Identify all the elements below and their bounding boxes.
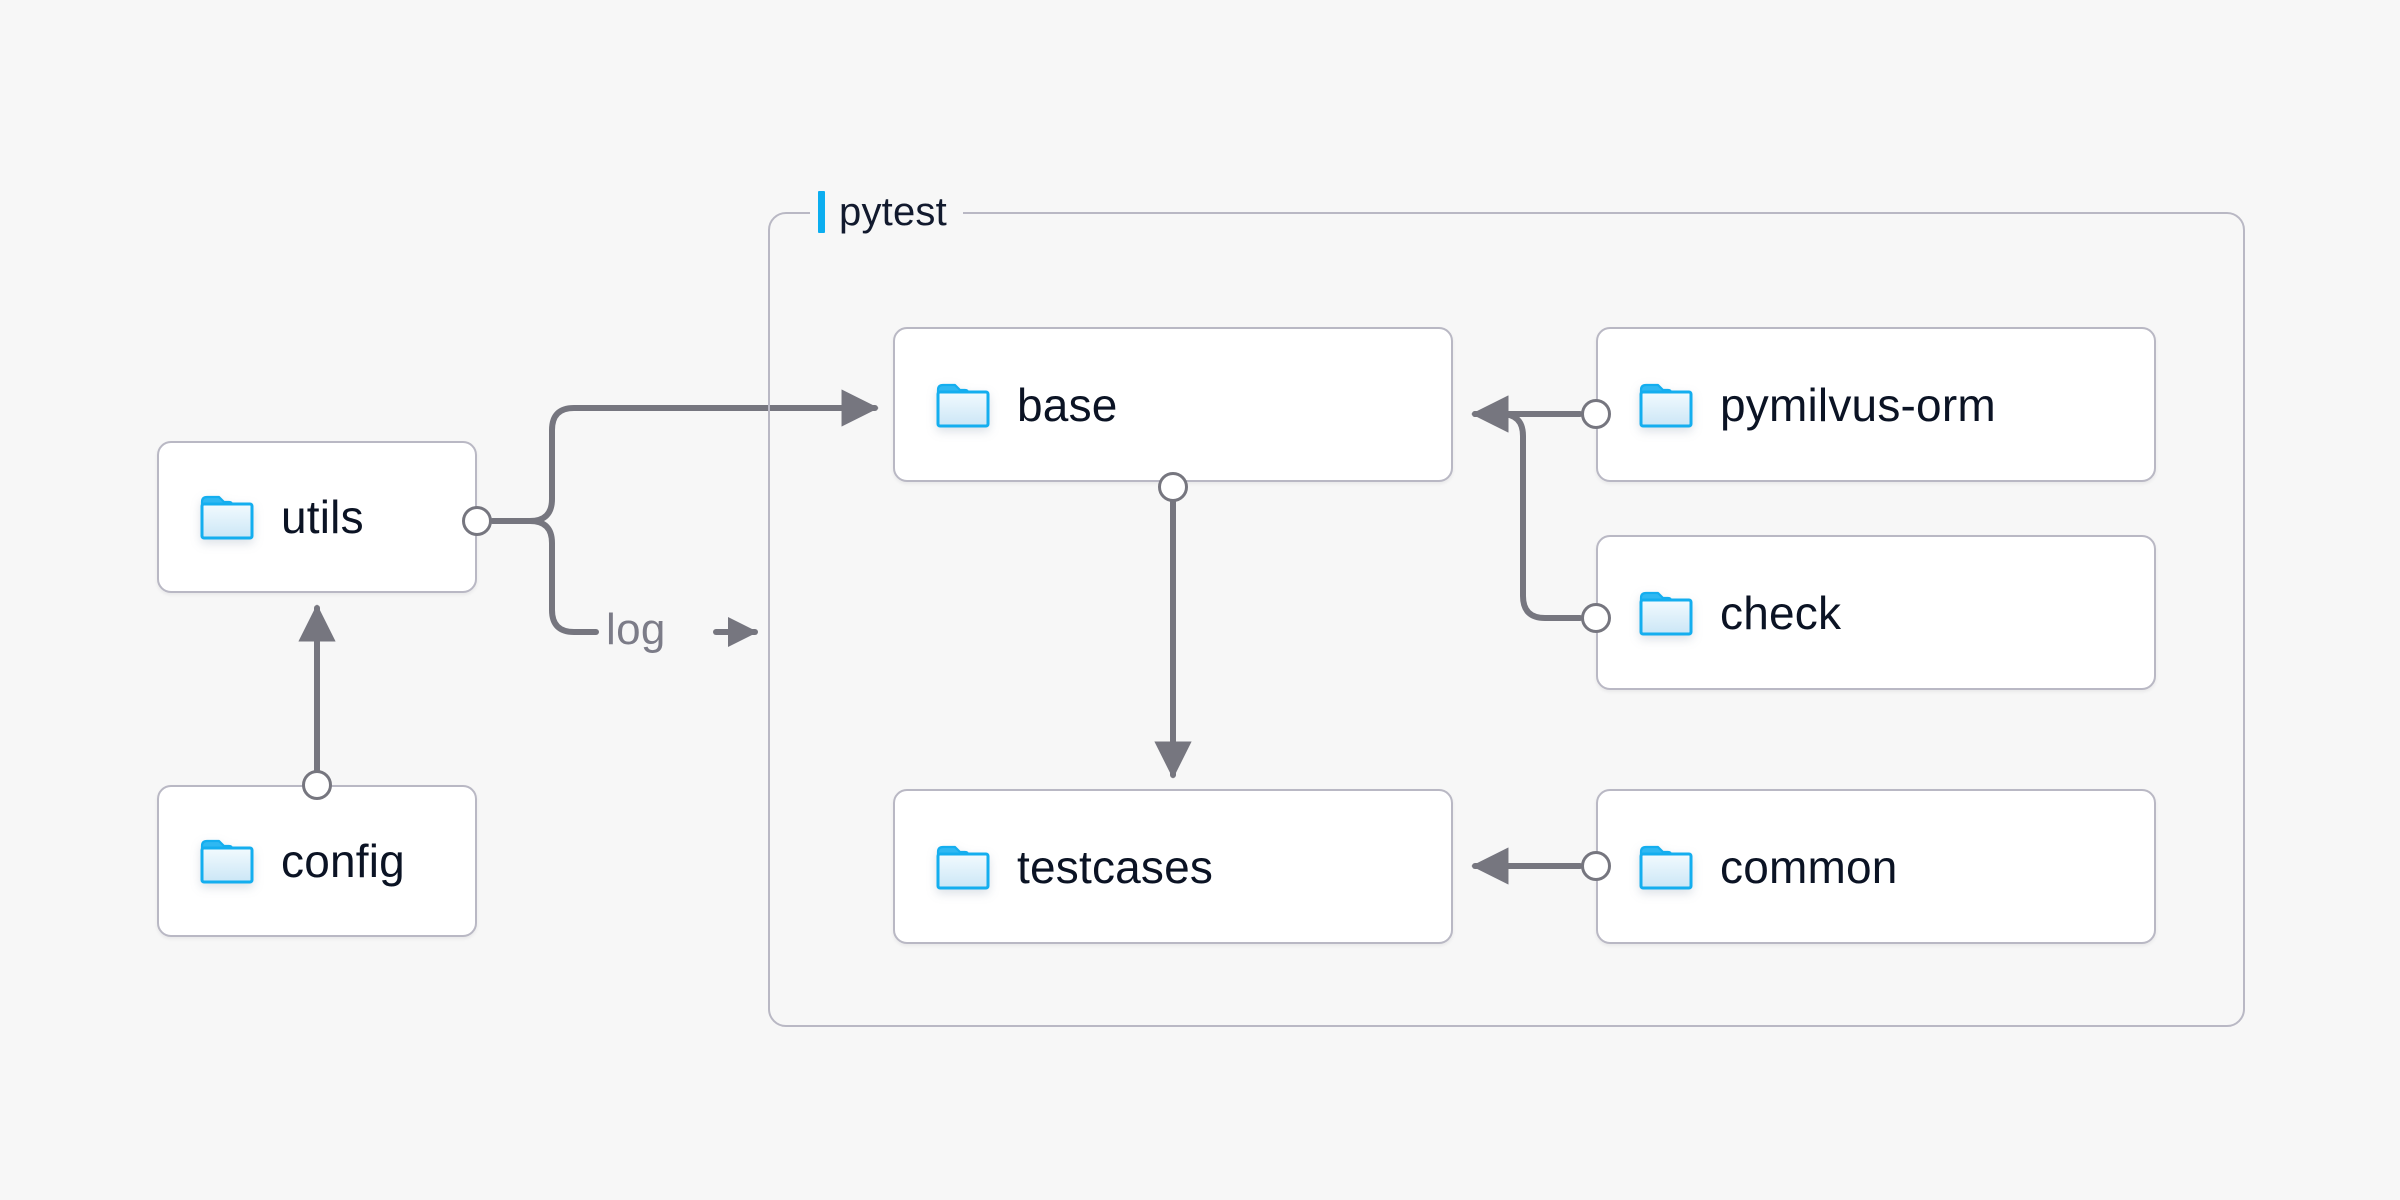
node-utils[interactable]: utils	[157, 441, 477, 593]
port-config-top[interactable]	[302, 770, 332, 800]
folder-icon	[936, 845, 990, 889]
folder-icon	[200, 495, 254, 540]
node-config-label: config	[281, 835, 405, 887]
port-base-bottom[interactable]	[1158, 472, 1188, 502]
accent-bar-icon	[818, 191, 825, 233]
node-check-label: check	[1720, 586, 1842, 639]
node-common[interactable]: common	[1596, 789, 2156, 944]
node-base-label: base	[1017, 378, 1118, 431]
folder-icon	[1639, 591, 1693, 635]
node-pymilvus-orm[interactable]: pymilvus-orm	[1596, 327, 2156, 482]
folder-icon	[936, 383, 990, 427]
node-utils-label: utils	[281, 491, 364, 543]
port-pymilvus-orm-left[interactable]	[1581, 399, 1611, 429]
folder-icon	[1639, 383, 1693, 427]
node-check[interactable]: check	[1596, 535, 2156, 690]
node-common-label: common	[1720, 840, 1898, 893]
port-check-left[interactable]	[1581, 603, 1611, 633]
group-pytest-label: pytest	[810, 185, 963, 239]
edge-utils-log-stub	[490, 518, 599, 635]
node-testcases[interactable]: testcases	[893, 789, 1453, 944]
node-pymilvus-orm-label: pymilvus-orm	[1720, 378, 1996, 431]
group-pytest[interactable]	[768, 212, 2245, 1027]
node-config[interactable]: config	[157, 785, 477, 937]
folder-icon	[200, 839, 254, 884]
node-testcases-label: testcases	[1017, 840, 1214, 893]
group-pytest-title: pytest	[839, 189, 947, 234]
port-common-left[interactable]	[1581, 851, 1611, 881]
port-utils-right[interactable]	[462, 506, 492, 536]
node-base[interactable]: base	[893, 327, 1453, 482]
edge-label-log: log	[606, 605, 666, 654]
folder-icon	[1639, 845, 1693, 889]
